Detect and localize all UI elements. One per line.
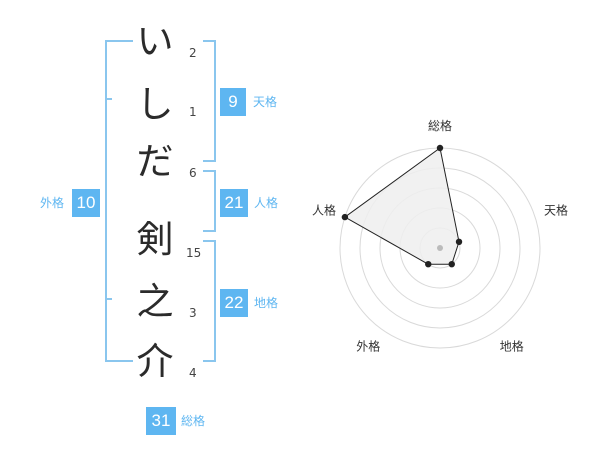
tenkaku-bracket (203, 40, 216, 162)
name-char-4: 剣 (136, 218, 174, 261)
soukaku-value: 31 (146, 407, 176, 435)
stroke-count-3: 6 (189, 166, 197, 180)
name-char-6: 介 (136, 340, 174, 383)
name-char-5: 之 (136, 280, 174, 323)
radar-axis-label-5: 人格 (312, 202, 336, 217)
jinkaku-value: 21 (220, 189, 248, 217)
jinkaku-label: 人格 (254, 196, 279, 210)
name-char-3: だ (136, 140, 174, 183)
gaikaku-bracket-tick-bottom (105, 298, 112, 300)
tenkaku-label: 天格 (253, 95, 278, 109)
radar-point-2 (455, 238, 463, 246)
name-char-1: い (136, 20, 174, 63)
stroke-count-1: 2 (189, 46, 197, 60)
jinkaku-bracket (203, 170, 216, 232)
radar-axis-label-4: 外格 (356, 339, 380, 354)
chikaku-value: 22 (220, 289, 248, 317)
radar-axis-label-1: 総格 (428, 118, 452, 133)
stroke-count-5: 3 (189, 306, 197, 320)
tenkaku-value: 9 (220, 88, 246, 116)
name-char-2: し (136, 83, 174, 126)
radar-point-3 (448, 260, 455, 268)
radar-axis-label-2: 天格 (544, 202, 568, 217)
chikaku-bracket (203, 240, 216, 362)
radar-axis-label-3: 地格 (500, 339, 524, 354)
stroke-count-6: 4 (189, 366, 197, 380)
radar-series-area (343, 147, 460, 265)
stroke-count-4: 15 (186, 246, 202, 260)
gaikaku-value: 10 (72, 189, 100, 217)
chikaku-label: 地格 (254, 296, 279, 310)
radar-point-4 (425, 260, 432, 268)
gaikaku-bracket (105, 40, 133, 362)
soukaku-label: 総格 (181, 414, 206, 428)
stroke-count-2: 1 (189, 105, 197, 119)
radar-point-1 (436, 144, 444, 152)
radar-center-dot (437, 245, 443, 251)
gaikaku-bracket-tick-top (105, 98, 112, 100)
radar-point-5 (341, 213, 349, 221)
gaikaku-label: 外格 (40, 196, 65, 210)
